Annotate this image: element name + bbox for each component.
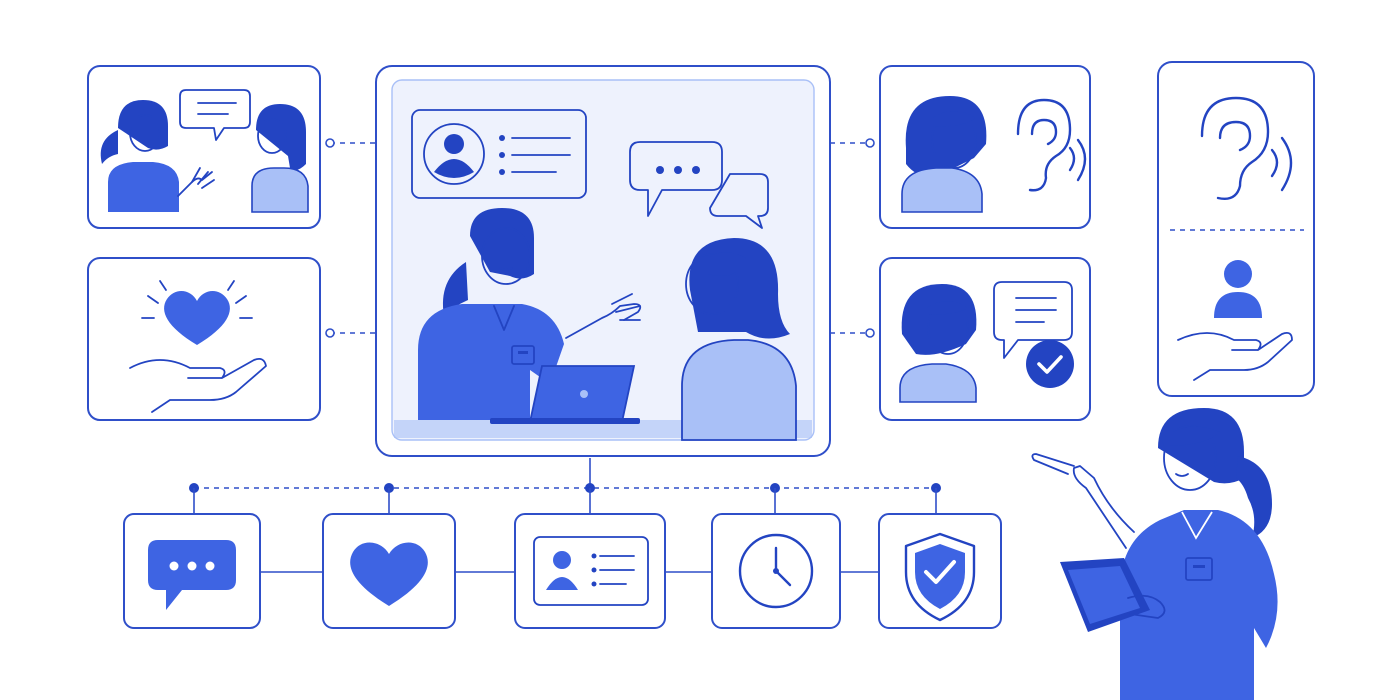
shield-check-icon (904, 532, 976, 622)
card-consultation (375, 65, 831, 457)
profile-panel (411, 109, 587, 199)
speech-bubble-icon (179, 89, 251, 141)
message-check-icon (993, 281, 1074, 388)
open-hand-icon (129, 357, 267, 413)
presenter-nurse (1031, 408, 1278, 700)
radiance-lines (141, 280, 253, 319)
card-id (514, 513, 666, 629)
chat-bubbles-icon (629, 141, 769, 229)
connectors (189, 138, 941, 573)
card-confirmation (879, 257, 1091, 421)
card-heart (322, 513, 456, 629)
card-shield (878, 513, 1002, 629)
speaking-woman-icon (100, 100, 215, 212)
card-listening-support (1157, 61, 1315, 397)
heart-icon (350, 542, 428, 606)
id-card-icon (533, 536, 649, 606)
patient-figure (681, 238, 797, 441)
chat-bubble-icon (148, 540, 236, 610)
supported-person-icon (1177, 260, 1293, 381)
laptop-icon (490, 365, 640, 424)
ear-icon (1016, 98, 1087, 192)
card-clock (711, 513, 841, 629)
listening-woman-icon (251, 104, 309, 213)
bottom-icon-row (123, 513, 1002, 629)
ear-icon-large (1200, 96, 1293, 200)
heart-icon (164, 290, 230, 345)
card-conversation (87, 65, 321, 229)
card-listening (879, 65, 1091, 229)
clock-icon (738, 533, 814, 609)
card-chat (123, 513, 261, 629)
card-compassion (87, 257, 321, 421)
nurse-figure (418, 208, 642, 420)
